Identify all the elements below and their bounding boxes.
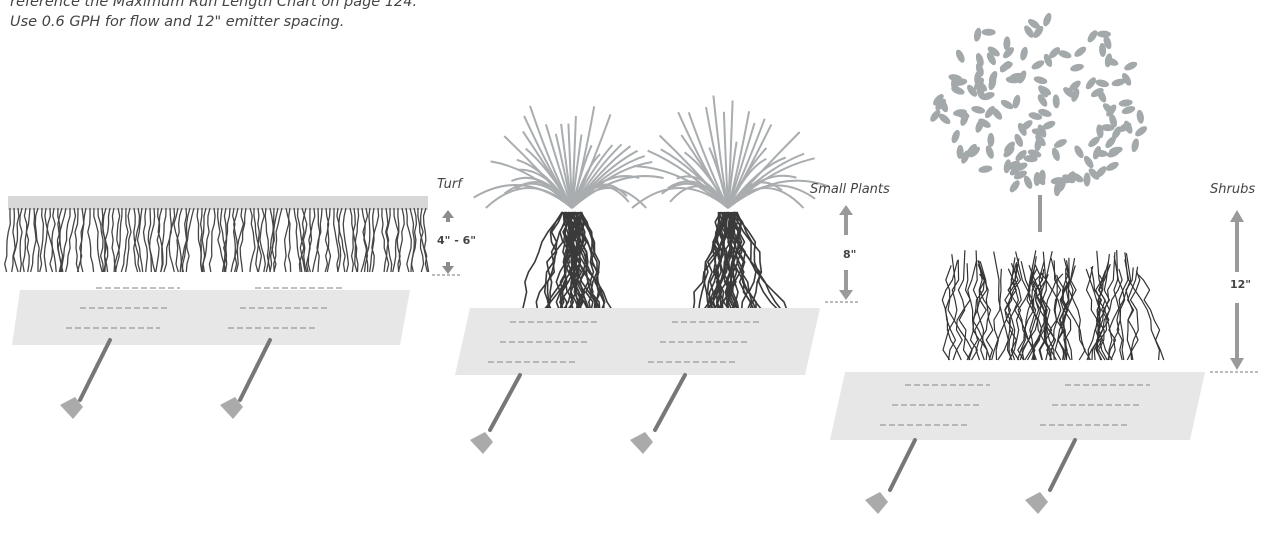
turf-tubes xyxy=(80,340,270,400)
shrubs-depth-label: 12" xyxy=(1230,278,1251,291)
shrubs-soil-band xyxy=(830,372,1205,440)
turf-soil-band xyxy=(12,290,410,345)
shrubs-stakes xyxy=(865,492,1048,514)
small-plants-stakes xyxy=(470,432,653,454)
small-plants-section xyxy=(455,96,860,455)
turf-label: Turf xyxy=(437,177,462,192)
shrubs-tubes xyxy=(890,440,1075,490)
turf-depth-label: 4" - 6" xyxy=(437,234,476,247)
ornamental-grass-plants xyxy=(474,96,829,313)
shrub-canopy xyxy=(928,12,1148,197)
small-plants-tubes xyxy=(490,375,685,430)
turf-grass-top xyxy=(8,196,428,210)
small-plants-label: Small Plants xyxy=(810,182,890,197)
small-plants-depth-label: 8" xyxy=(843,248,856,261)
turf-section xyxy=(5,196,462,419)
shrub-roots xyxy=(942,250,1164,360)
shrubs-section xyxy=(830,12,1260,514)
shrubs-label: Shrubs xyxy=(1210,182,1255,197)
turf-roots xyxy=(5,208,429,272)
turf-stakes xyxy=(60,397,243,419)
